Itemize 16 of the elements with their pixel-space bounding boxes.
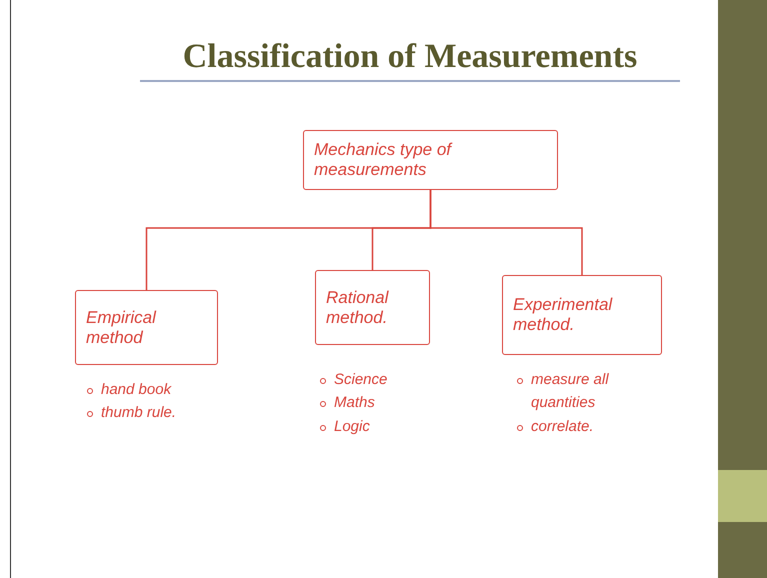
box-label: Mechanics type of measurements [314,140,454,180]
bullet-text: Logic [334,416,370,436]
box-label: Rational method. [326,288,390,328]
method-box [315,270,430,345]
bullet-text: Science [334,370,388,390]
box-label: Empirical method [86,308,158,348]
bullet-text: correlate. [531,416,594,436]
connector-line [430,190,583,275]
method-box [75,290,218,365]
bullet-text: hand book [101,380,172,400]
bullet-text: thumb rule. [101,403,176,424]
box-label: Experimental method. [513,295,614,335]
method-box [303,130,558,190]
title: Classification of Measurements [182,38,638,76]
method-box [502,275,662,355]
bullet-text: Maths [334,393,375,414]
